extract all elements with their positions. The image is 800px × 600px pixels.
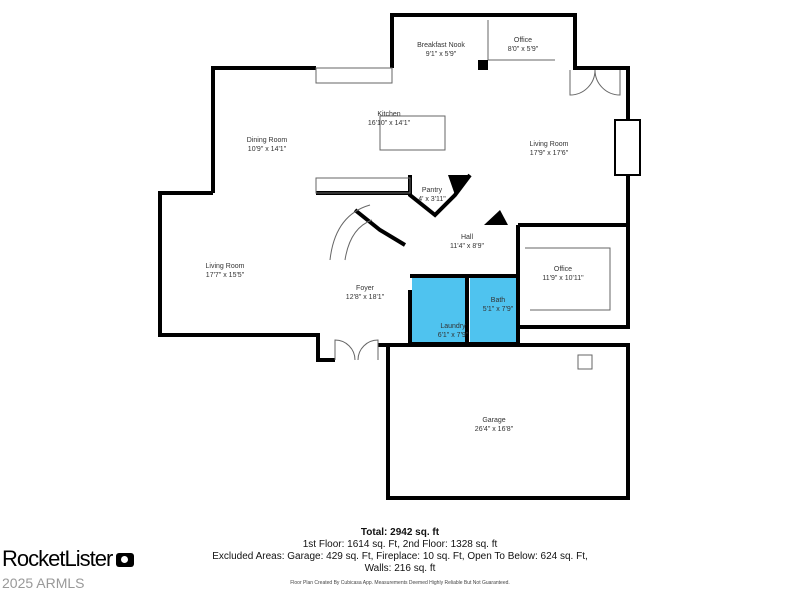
camera-icon <box>116 553 135 568</box>
room-name: Living Room <box>206 263 245 270</box>
floor-areas: 1st Floor: 1614 sq. Ft, 2nd Floor: 1328 … <box>302 539 498 550</box>
pantry-column <box>448 175 470 195</box>
room-dims: 26'4" x 16'8" <box>475 426 514 433</box>
room-name: Dining Room <box>247 137 288 144</box>
room-name: Garage <box>482 417 505 424</box>
room-dims: 11'9" x 10'11" <box>542 275 584 282</box>
room-dims: 8'0" x 5'9" <box>508 46 539 53</box>
room-dims: 9'1" x 5'9" <box>426 51 457 58</box>
nook-column <box>478 60 488 70</box>
room-dims: 11'4" x 8'9" <box>450 243 484 250</box>
room-name: Pantry <box>422 187 443 194</box>
laundry-fill <box>412 276 467 344</box>
room-name: Breakfast Nook <box>417 42 465 49</box>
room-name: Foyer <box>356 285 375 292</box>
room-name: Kitchen <box>377 111 400 118</box>
room-dims: 17'9" x 17'6" <box>530 150 569 157</box>
room-name: Laundry <box>440 323 466 330</box>
room-dims: 4' x 3'11" <box>418 196 446 203</box>
room-name: Living Room <box>530 141 569 148</box>
excluded-areas: Excluded Areas: Garage: 429 sq. Ft, Fire… <box>212 551 588 562</box>
walls-area: Walls: 216 sq. ft <box>364 563 436 574</box>
bath-fill <box>470 276 517 344</box>
room-dims: 12'8" x 18'1" <box>346 294 385 301</box>
logo-text: RocketLister <box>2 546 113 571</box>
total-area: Total: 2942 sq. ft <box>360 527 440 538</box>
room-dims: 16'10" x 14'1" <box>368 120 411 127</box>
floor-plan: Breakfast Nook 9'1" x 5'9" Office 8'0" x… <box>158 13 641 500</box>
room-name: Office <box>554 266 572 273</box>
room-name: Bath <box>491 297 506 304</box>
room-dims: 10'9" x 14'1" <box>248 146 287 153</box>
thin-lines <box>315 20 641 370</box>
room-labels: Breakfast Nook 9'1" x 5'9" Office 8'0" x… <box>206 37 585 433</box>
credit-note: Floor Plan Created By Cubicasa App. Meas… <box>290 580 510 586</box>
rocketlister-logo: RocketLister <box>2 546 135 571</box>
room-dims: 6'1" x 7'9" <box>438 332 469 339</box>
room-name: Hall <box>461 234 474 241</box>
room-dims: 5'1" x 7'9" <box>483 306 514 313</box>
watermark: 2025 ARMLS <box>2 575 85 591</box>
walls <box>158 13 630 500</box>
room-name: Office <box>514 37 532 44</box>
hall-column <box>484 210 508 225</box>
room-dims: 17'7" x 15'5" <box>206 272 245 279</box>
